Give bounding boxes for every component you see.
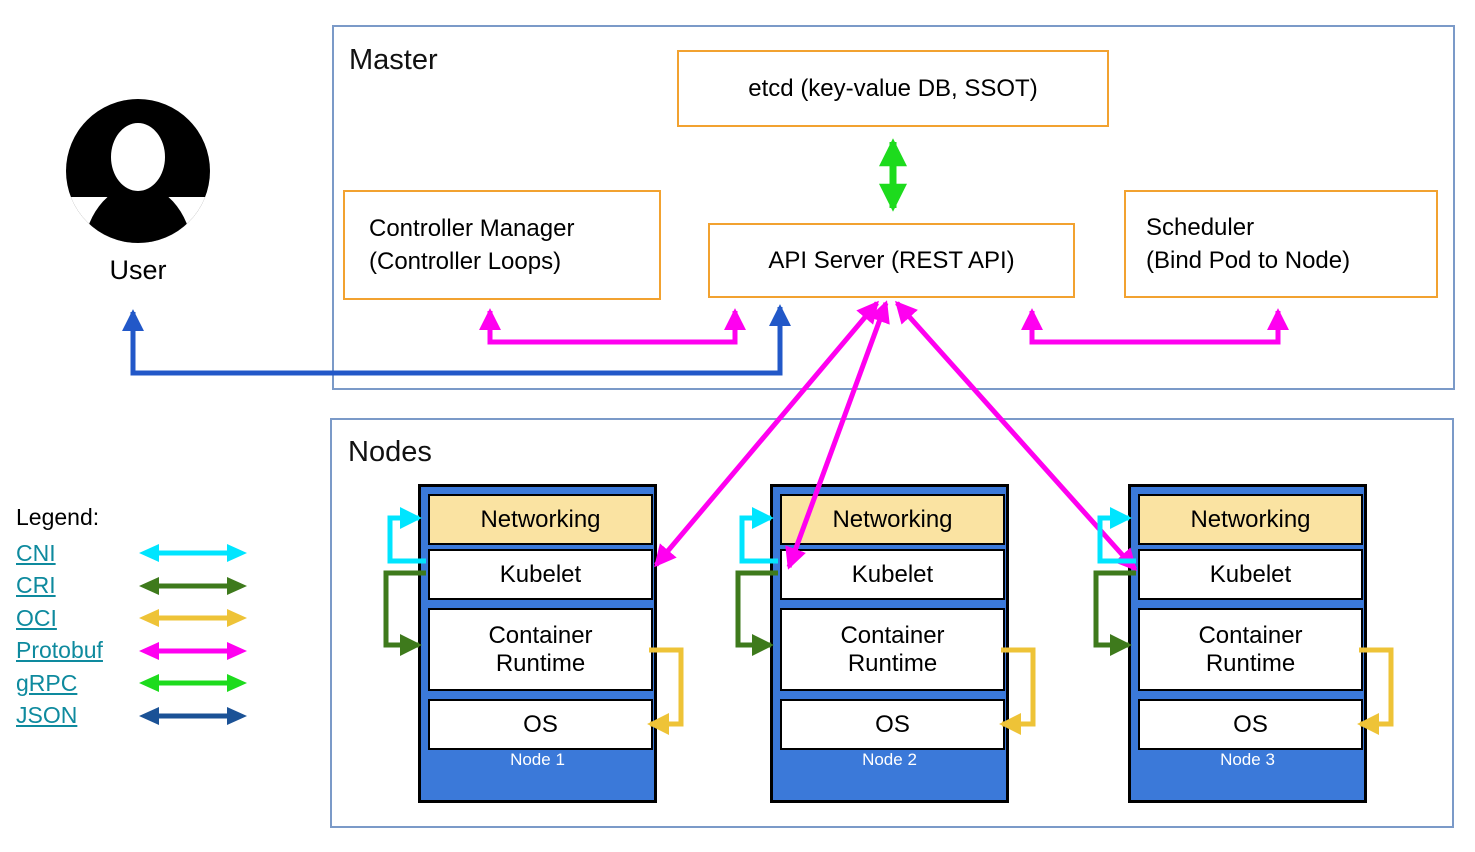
legend-row-json: JSON	[16, 700, 286, 733]
protobuf-legend-arrow-icon	[139, 641, 247, 660]
scheduler-box: Scheduler (Bind Pod to Node)	[1124, 190, 1438, 298]
node-2: Networking Kubelet Container Runtime OS …	[770, 484, 1009, 803]
node-2-os-layer: OS	[780, 699, 1005, 750]
node-1-kubelet-layer: Kubelet	[428, 549, 653, 600]
json-link[interactable]: JSON	[16, 702, 78, 729]
nodes-title: Nodes	[348, 436, 432, 468]
master-title: Master	[349, 44, 438, 76]
legend-row-grpc: gRPC	[16, 667, 286, 700]
oci-legend-arrow-icon	[139, 609, 247, 628]
controller-manager-label-line2: (Controller Loops)	[369, 248, 562, 275]
master-container	[332, 25, 1455, 390]
node-3-container-runtime-layer: Container Runtime	[1138, 608, 1363, 691]
node-1-caption: Node 1	[510, 750, 565, 769]
legend-row-cni: CNI	[16, 537, 286, 570]
controller-manager-box: Controller Manager (Controller Loops)	[343, 190, 661, 300]
node-3: Networking Kubelet Container Runtime OS …	[1128, 484, 1367, 803]
node-2-networking-layer: Networking	[780, 494, 1005, 545]
node-1-os-layer: OS	[428, 699, 653, 750]
api-server-label: API Server (REST API)	[768, 246, 1015, 274]
user-figure: User	[64, 97, 212, 295]
nodes-container	[330, 418, 1454, 828]
cri-legend-arrow-icon	[139, 576, 247, 595]
node-3-kubelet-layer: Kubelet	[1138, 549, 1363, 600]
cni-legend-arrow-icon	[139, 544, 247, 563]
legend-row-cri: CRI	[16, 570, 286, 603]
legend-row-protobuf: Protobuf	[16, 635, 286, 668]
node-2-caption: Node 2	[862, 750, 917, 769]
legend-row-oci: OCI	[16, 602, 286, 635]
cri-link[interactable]: CRI	[16, 572, 56, 599]
node-3-os-layer: OS	[1138, 699, 1363, 750]
protobuf-link[interactable]: Protobuf	[16, 637, 103, 664]
node-1-container-runtime-layer: Container Runtime	[428, 608, 653, 691]
cni-link[interactable]: CNI	[16, 539, 56, 566]
oci-link[interactable]: OCI	[16, 604, 57, 631]
node-1-networking-layer: Networking	[428, 494, 653, 545]
etcd-box: etcd (key-value DB, SSOT)	[677, 50, 1109, 127]
api-server-box: API Server (REST API)	[708, 223, 1075, 298]
controller-manager-label-line1: Controller Manager	[369, 215, 575, 242]
json-legend-arrow-icon	[139, 706, 247, 725]
node-3-networking-layer: Networking	[1138, 494, 1363, 545]
grpc-link[interactable]: gRPC	[16, 669, 78, 696]
legend-title: Legend:	[16, 504, 100, 530]
legend: Legend: CNI CRI OCI	[16, 504, 286, 732]
user-avatar-icon	[66, 99, 210, 243]
node-3-caption: Node 3	[1220, 750, 1275, 769]
node-1: Networking Kubelet Container Runtime OS …	[418, 484, 657, 803]
user-label: User	[109, 255, 167, 285]
node-2-kubelet-layer: Kubelet	[780, 549, 1005, 600]
etcd-label: etcd (key-value DB, SSOT)	[748, 74, 1038, 102]
scheduler-label-line1: Scheduler	[1146, 214, 1255, 241]
grpc-legend-arrow-icon	[139, 674, 247, 693]
node-2-container-runtime-layer: Container Runtime	[780, 608, 1005, 691]
scheduler-label-line2: (Bind Pod to Node)	[1146, 247, 1351, 274]
